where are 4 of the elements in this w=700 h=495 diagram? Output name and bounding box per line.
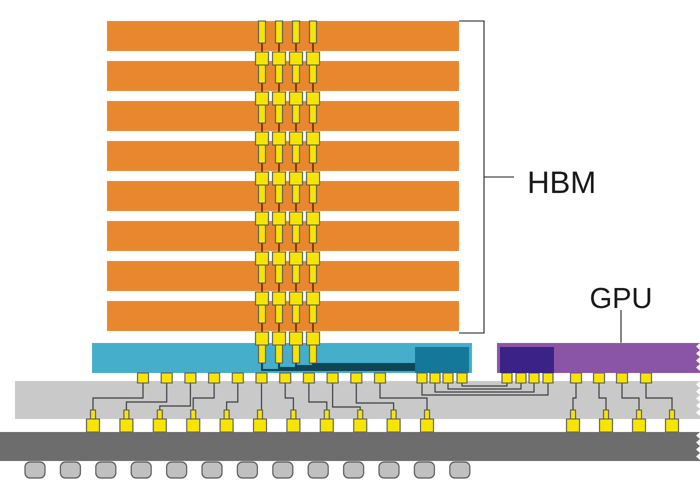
die [497,343,700,373]
label: GPU [591,288,650,308]
leader-line [620,310,622,343]
label: HBM [530,172,594,193]
